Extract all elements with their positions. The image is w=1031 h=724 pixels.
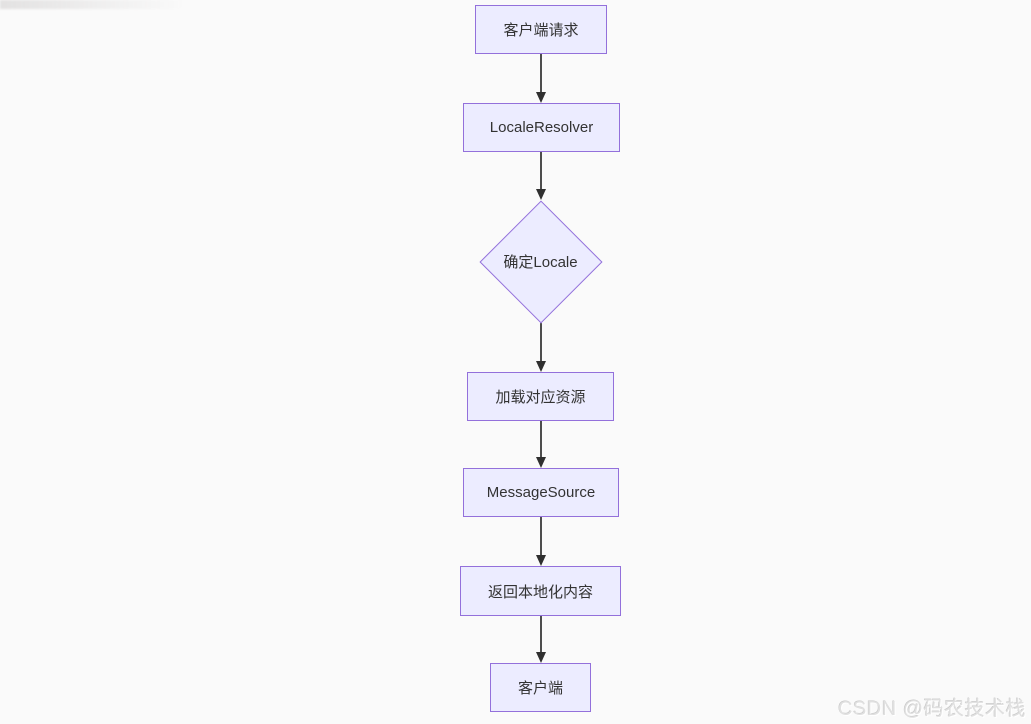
edge-return-localized-content-to-client: [535, 616, 547, 663]
node-label: 加载对应资源: [495, 389, 586, 406]
arrowhead-down-icon: [535, 189, 546, 200]
arrowhead-down-icon: [535, 361, 546, 372]
node-load-resources: 加载对应资源: [467, 372, 614, 421]
arrowhead-down-icon: [535, 652, 546, 663]
node-client-request: 客户端请求: [475, 5, 607, 54]
node-label: 客户端请求: [503, 22, 579, 39]
node-label: 客户端: [517, 680, 563, 697]
node-message-source: MessageSource: [463, 468, 619, 517]
edge-determine-locale-to-load-resources: [535, 323, 547, 372]
edge-client-request-to-locale-resolver: [535, 54, 547, 103]
edge-line: [540, 323, 542, 363]
edge-line: [540, 616, 542, 654]
csdn-watermark: CSDN @码农技术栈: [837, 698, 1026, 720]
node-locale-resolver: LocaleResolver: [463, 103, 620, 152]
node-label: LocaleResolver: [489, 119, 594, 136]
node-label: MessageSource: [486, 484, 596, 501]
arrowhead-down-icon: [535, 555, 546, 566]
node-label: 返回本地化内容: [487, 583, 593, 601]
arrowhead-down-icon: [535, 92, 546, 103]
edge-line: [540, 517, 542, 557]
edge-line: [540, 152, 542, 191]
edge-message-source-to-return-localized-content: [535, 517, 547, 566]
edge-load-resources-to-message-source: [535, 421, 547, 468]
node-return-localized-content: 返回本地化内容: [460, 566, 621, 616]
node-determine-locale: 确定Locale: [478, 199, 603, 324]
node-client: 客户端: [490, 663, 591, 712]
node-label: 确定Locale: [503, 254, 578, 271]
top-left-artifact: [0, 0, 185, 9]
edge-line: [540, 54, 542, 94]
edge-line: [540, 421, 542, 459]
arrowhead-down-icon: [535, 457, 546, 468]
edge-locale-resolver-to-determine-locale: [535, 152, 547, 200]
